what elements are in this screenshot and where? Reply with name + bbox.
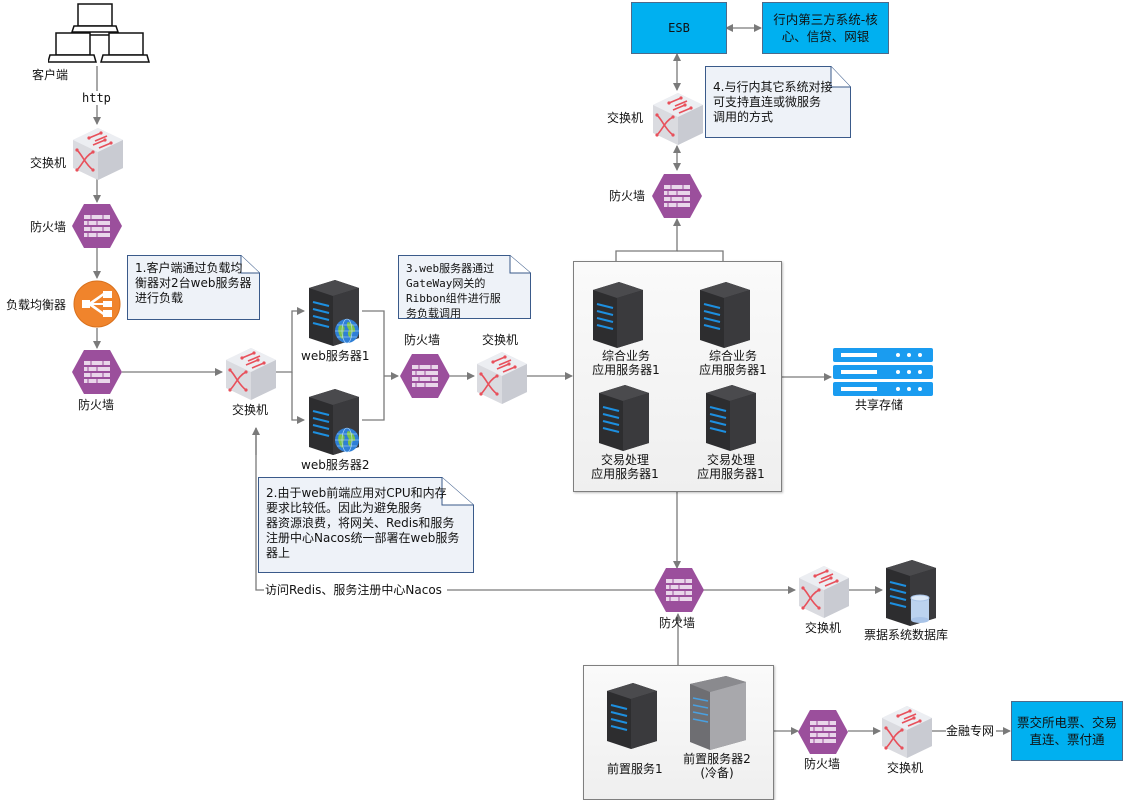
app-server-label: 交易处理 应用服务器1 bbox=[681, 453, 781, 481]
front-server-2-sub: (冷备) bbox=[700, 766, 734, 780]
firewall-label: 防火墙 bbox=[804, 757, 841, 771]
app-server-icon[interactable] bbox=[589, 280, 647, 351]
wire-web2-merge bbox=[362, 376, 385, 421]
firewall-icon[interactable] bbox=[71, 349, 123, 398]
firewall-label: 防火墙 bbox=[659, 616, 696, 630]
firewall-icon[interactable] bbox=[797, 709, 849, 758]
firewall-label: 防火墙 bbox=[30, 220, 67, 234]
clients-label: 客户端 bbox=[32, 68, 69, 82]
front-server-2-label: 前置服务器2 (冷备) bbox=[672, 752, 762, 780]
app-server-name: 交易处理 bbox=[600, 453, 649, 467]
app-server-name: 应用服务器1 bbox=[697, 467, 765, 481]
note-1: 1.客户端通过负载均 衡器对2台web服务器 进行负载 bbox=[127, 255, 260, 320]
globe-icon bbox=[334, 318, 360, 347]
app-server-name: 交易处理 bbox=[706, 453, 755, 467]
note-4-text: 4.与行内其它系统对接 可支持直连或微服务 调用的方式 bbox=[713, 80, 833, 124]
app-server-label: 综合业务 应用服务器1 bbox=[683, 349, 783, 377]
app-server-label: 综合业务 应用服务器1 bbox=[576, 349, 676, 377]
firewall-label: 防火墙 bbox=[609, 189, 646, 203]
redis-link-label: 访问Redis、服务注册中心Nacos bbox=[265, 583, 442, 597]
switch-icon[interactable] bbox=[880, 704, 934, 763]
app-server-icon[interactable] bbox=[696, 280, 754, 351]
firewall-icon[interactable] bbox=[651, 173, 703, 222]
third-party-label: 行内第三方系统-核心、信贷、网银 bbox=[773, 12, 878, 44]
app-server-name: 综合业务 bbox=[601, 349, 650, 363]
firewall-icon[interactable] bbox=[399, 353, 451, 402]
wire-switch-web1 bbox=[276, 307, 305, 373]
note-2-text: 2.由于web前端应用对CPU和内存 要求比较低。因此为避免服务 器资源浪费，将… bbox=[266, 486, 460, 560]
finance-network-label: 金融专网 bbox=[946, 724, 995, 738]
firewall-icon[interactable] bbox=[653, 567, 705, 616]
wire-redis-link bbox=[255, 428, 264, 591]
app-server-icon[interactable] bbox=[595, 383, 653, 454]
app-server-name: 应用服务器1 bbox=[591, 467, 659, 481]
switch-icon[interactable] bbox=[71, 126, 125, 185]
clients-group bbox=[47, 2, 152, 66]
database-icon bbox=[910, 594, 930, 624]
front-server-2-icon[interactable] bbox=[688, 674, 748, 750]
switch-icon[interactable] bbox=[651, 91, 705, 150]
web-server-1-label: web服务器1 bbox=[301, 349, 370, 363]
wire-switch-web2 bbox=[291, 372, 305, 424]
wire-web1-merge bbox=[362, 310, 385, 376]
switch-label: 交换机 bbox=[887, 761, 924, 775]
front-server-2-name: 前置服务器2 bbox=[683, 752, 751, 766]
esb-label: ESB bbox=[668, 20, 690, 35]
exchange-box[interactable]: 票交所电票、交易直连、票付通 bbox=[1011, 701, 1123, 761]
note-2: 2.由于web前端应用对CPU和内存 要求比较低。因此为避免服务 器资源浪费，将… bbox=[258, 477, 474, 573]
exchange-label: 票交所电票、交易直连、票付通 bbox=[1016, 715, 1117, 747]
firewall-label: 防火墙 bbox=[78, 398, 115, 412]
laptops-icon bbox=[47, 3, 150, 63]
switch-label: 交换机 bbox=[30, 156, 67, 170]
note-4: 4.与行内其它系统对接 可支持直连或微服务 调用的方式 bbox=[705, 66, 851, 138]
load-balancer-icon[interactable] bbox=[73, 280, 121, 328]
app-server-icon[interactable] bbox=[702, 383, 760, 454]
switch-icon[interactable] bbox=[224, 346, 278, 405]
firewall-icon[interactable] bbox=[71, 203, 123, 252]
esb-box[interactable]: ESB bbox=[631, 2, 727, 54]
switch-label: 交换机 bbox=[232, 403, 269, 417]
http-label: http bbox=[82, 91, 111, 105]
storage-icon[interactable] bbox=[833, 348, 933, 396]
note-3-text: 3.web服务器通过 GateWay网关的 Ribbon组件进行服 务负载调用 bbox=[406, 262, 501, 320]
globe-icon bbox=[334, 427, 360, 456]
app-server-name: 综合业务 bbox=[708, 349, 757, 363]
firewall-label: 防火墙 bbox=[404, 333, 441, 347]
front-server-1-label: 前置服务1 bbox=[607, 762, 663, 776]
front-server-1-icon[interactable] bbox=[603, 681, 661, 752]
app-server-label: 交易处理 应用服务器1 bbox=[575, 453, 675, 481]
app-server-name: 应用服务器1 bbox=[699, 363, 767, 377]
switch-label: 交换机 bbox=[805, 621, 842, 635]
switch-icon[interactable] bbox=[475, 350, 529, 409]
switch-icon[interactable] bbox=[797, 564, 851, 623]
switch-label: 交换机 bbox=[482, 333, 519, 347]
database-label: 票据系统数据库 bbox=[864, 628, 949, 642]
load-balancer-label: 负载均衡器 bbox=[6, 298, 67, 312]
third-party-box[interactable]: 行内第三方系统-核心、信贷、网银 bbox=[762, 2, 889, 54]
storage-label: 共享存储 bbox=[855, 398, 904, 412]
app-server-name: 应用服务器1 bbox=[592, 363, 660, 377]
note-3: 3.web服务器通过 GateWay网关的 Ribbon组件进行服 务负载调用 bbox=[398, 255, 531, 320]
note-1-text: 1.客户端通过负载均 衡器对2台web服务器 进行负载 bbox=[135, 261, 252, 305]
switch-label: 交换机 bbox=[607, 111, 644, 125]
web-server-2-label: web服务器2 bbox=[301, 458, 370, 472]
